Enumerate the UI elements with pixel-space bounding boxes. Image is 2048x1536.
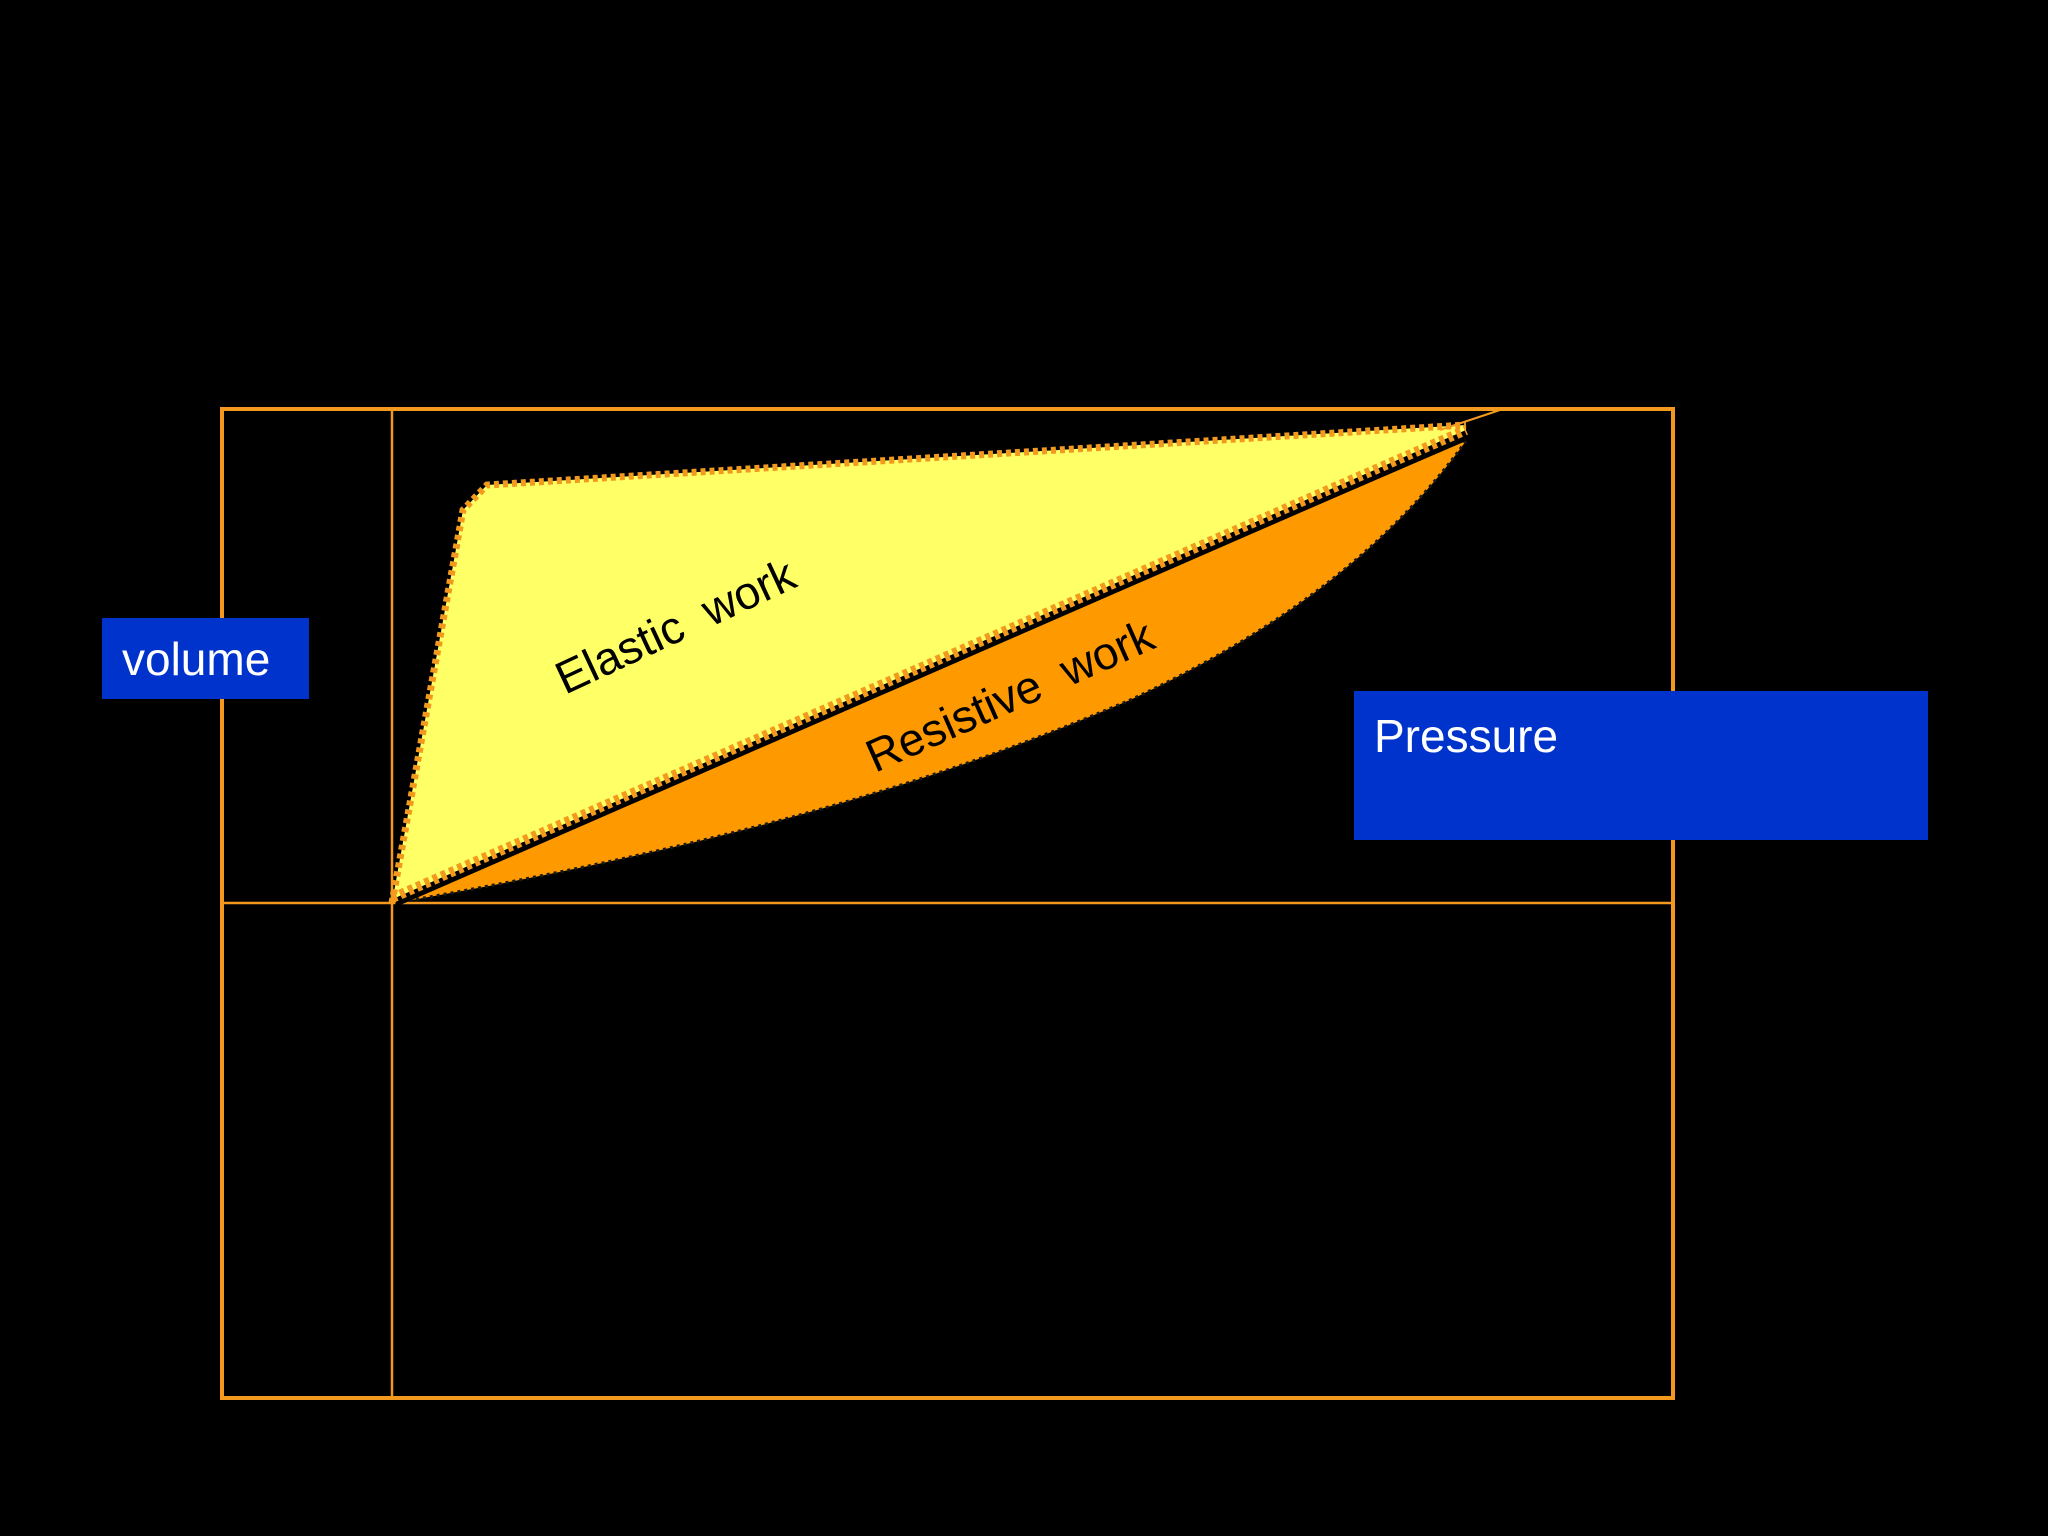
compliance-line	[393, 432, 1468, 907]
resistive-work-outline	[394, 440, 1468, 905]
elastic-work-diagonal-outline	[390, 425, 1468, 903]
elastic-work-outline	[388, 421, 1467, 904]
loop-tail	[1439, 409, 1501, 431]
volume-axis-label: volume	[102, 618, 309, 699]
pressure-axis-label: Pressure	[1354, 691, 1928, 840]
